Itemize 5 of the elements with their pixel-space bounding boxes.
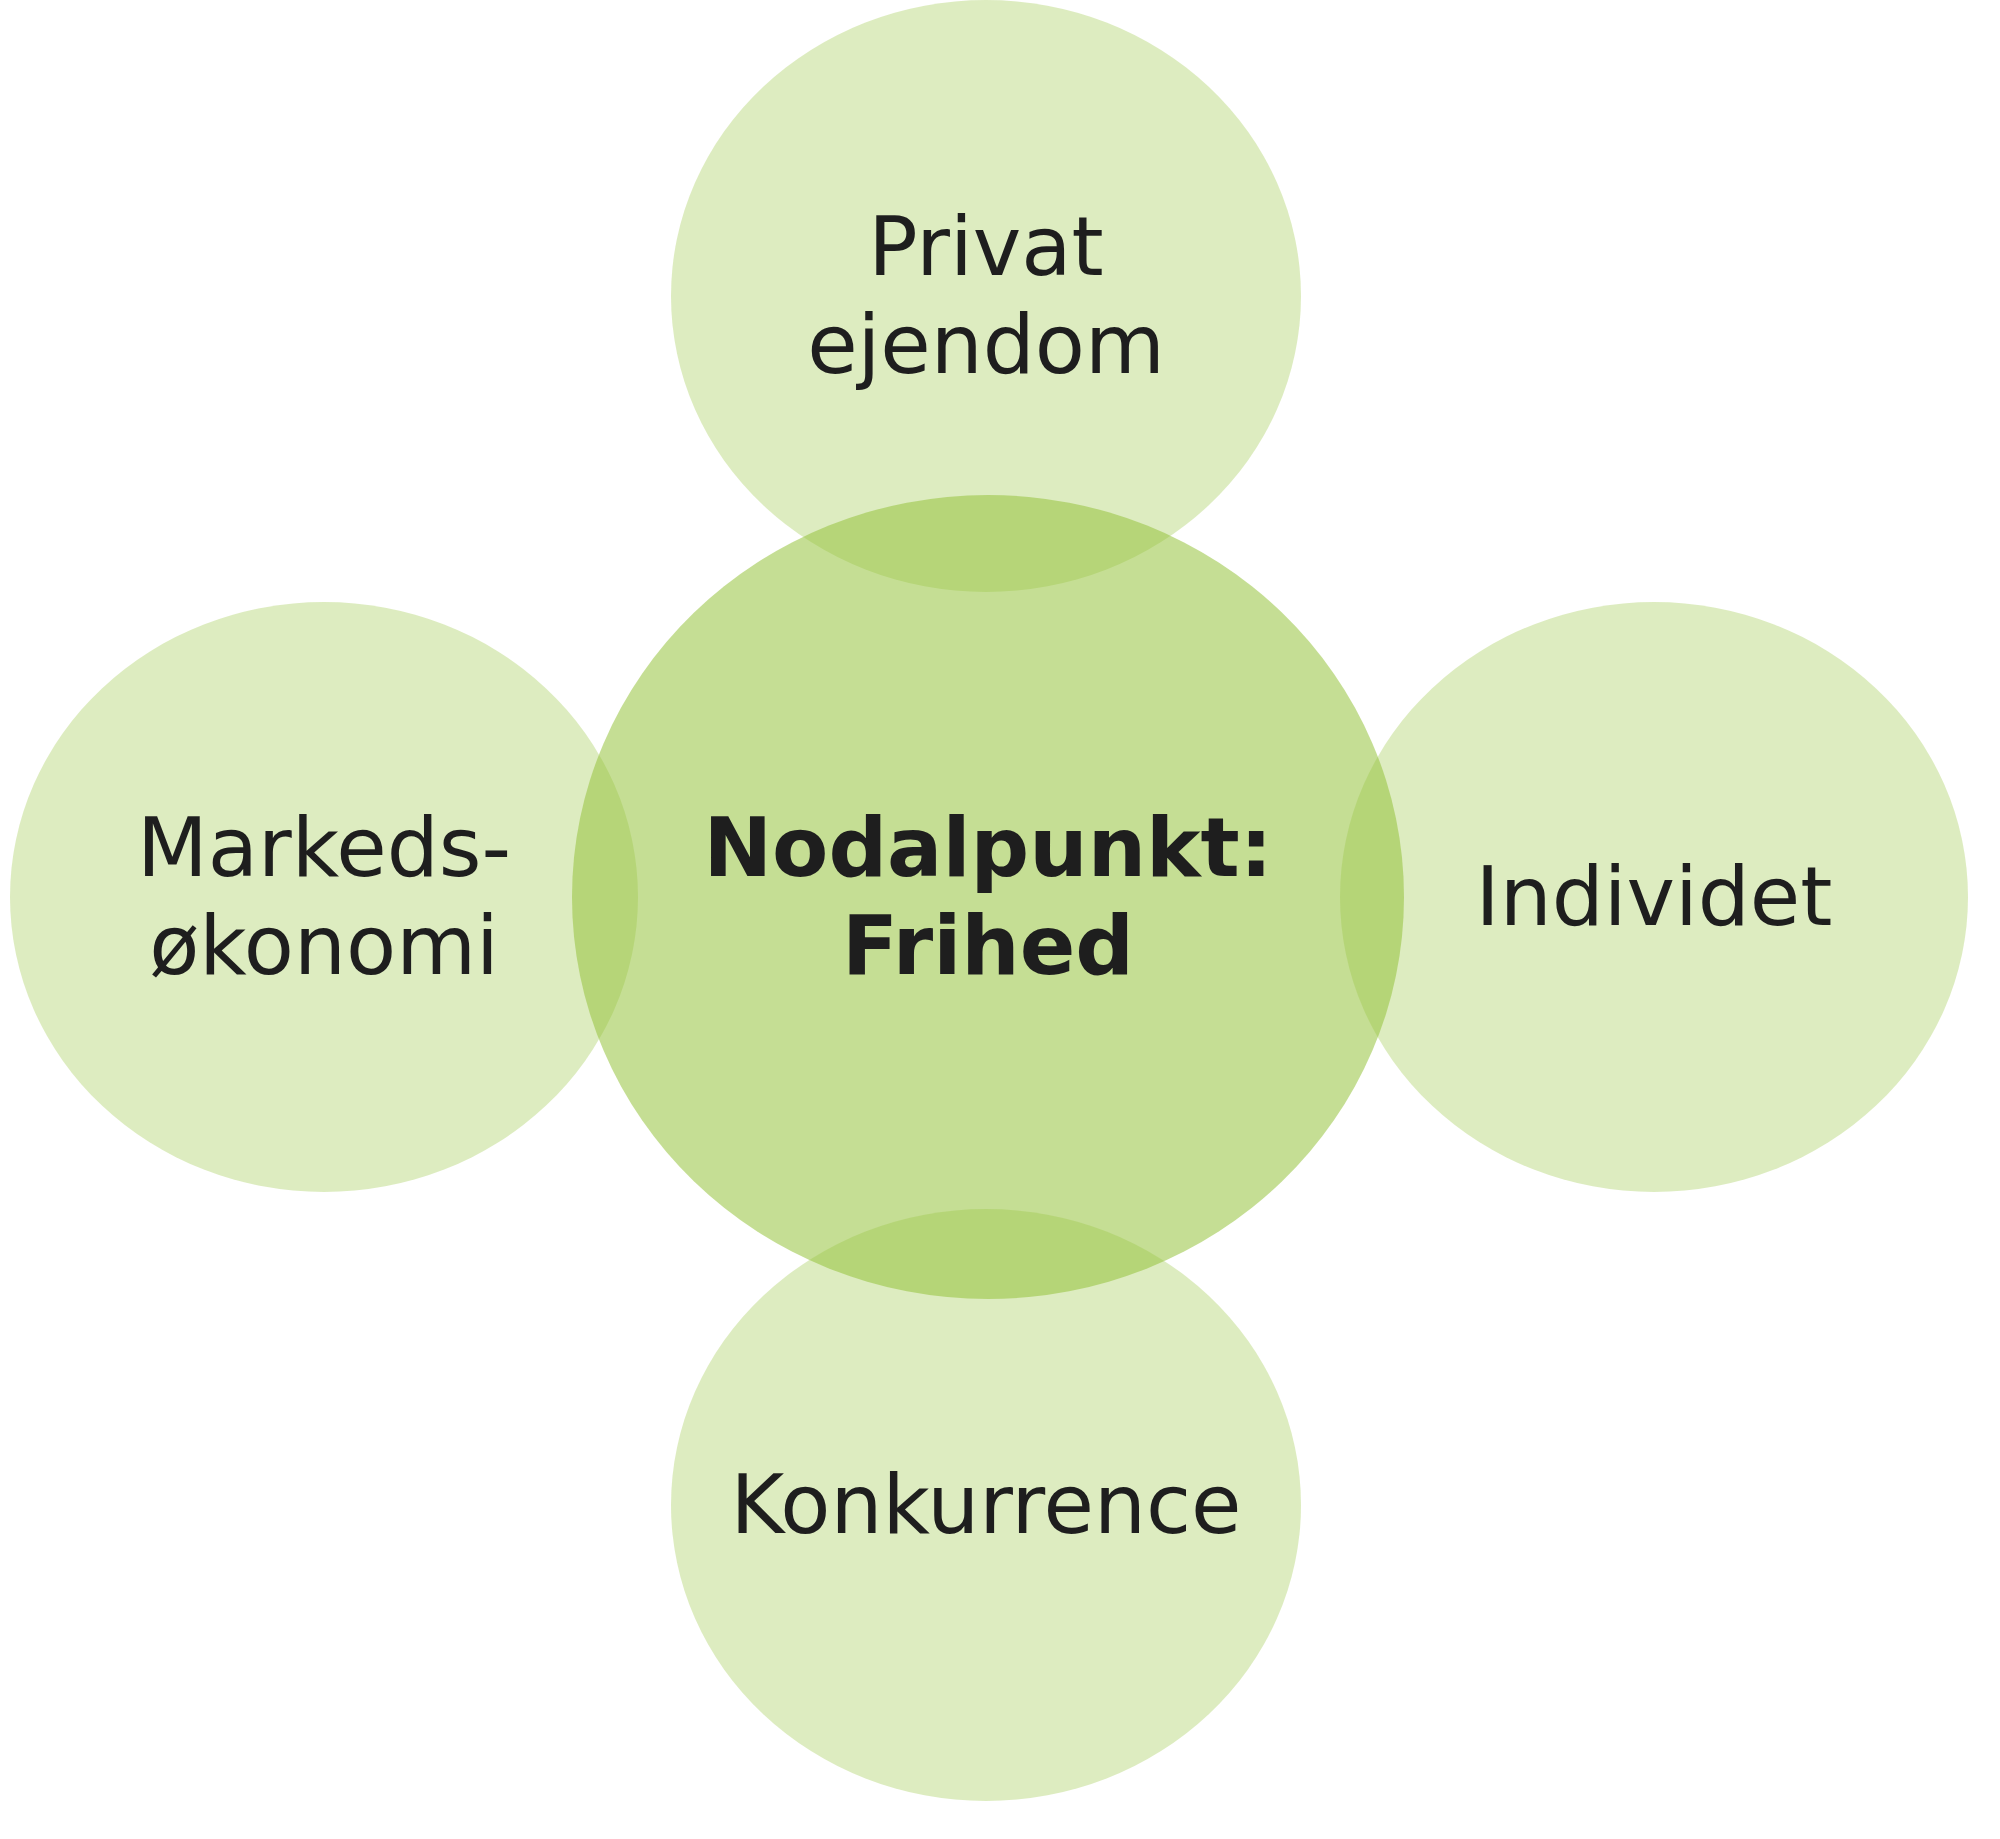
central-concept-label: Nodalpunkt: Frihed [702, 798, 1274, 995]
concept-label: Konkurrence [730, 1455, 1242, 1554]
concept-label: Markeds- økonomi [135, 798, 513, 995]
concept-label: Individet [1475, 847, 1833, 946]
concept-label: Privat ejendom [806, 197, 1166, 394]
